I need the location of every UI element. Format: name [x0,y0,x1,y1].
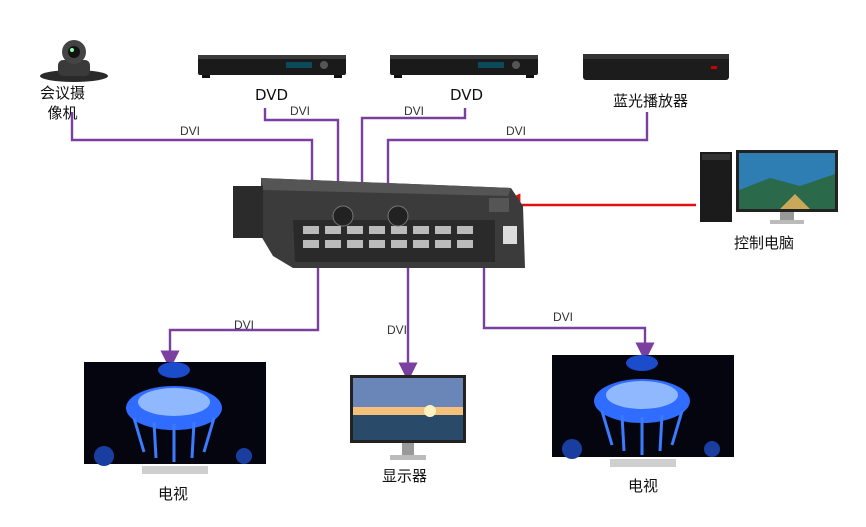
dvd-player-icon [198,55,346,78]
camera-icon [40,40,108,82]
bluray-player-icon [583,54,729,80]
dvd1-dvi-line [263,108,348,235]
camera-label: 会议摄 像机 [40,84,86,122]
dvd1-label: DVD [255,86,289,104]
out-left-dvi-line [160,258,320,370]
pc-icon [700,150,838,224]
dvd-player-icon [390,55,538,78]
out-left-dvi-label: DVI [234,318,255,332]
monitor-icon [350,375,466,460]
dvd1-dvi-label: DVI [290,104,311,118]
out-right-dvi-line [482,250,655,362]
tv-right-label: 电视 [628,477,659,495]
out-center-dvi-label: DVI [387,323,408,337]
pc-label: 控制电脑 [734,234,795,252]
matrix-switcher-icon [233,178,525,268]
tv-right-icon [552,355,734,467]
dvd2-dvi-line [352,108,467,235]
tv-left-icon [84,362,266,474]
camera-dvi-label: DVI [180,124,201,138]
dvd2-dvi-label: DVI [404,104,425,118]
tv-left-label: 电视 [158,485,189,503]
dvd2-label: DVD [450,86,484,104]
bluray-label: 蓝光播放器 [613,92,689,110]
bluray-dvi-line [378,112,649,235]
out-right-dvi-label: DVI [553,310,574,324]
monitor-label: 显示器 [382,467,428,485]
bluray-dvi-label: DVI [506,124,527,138]
